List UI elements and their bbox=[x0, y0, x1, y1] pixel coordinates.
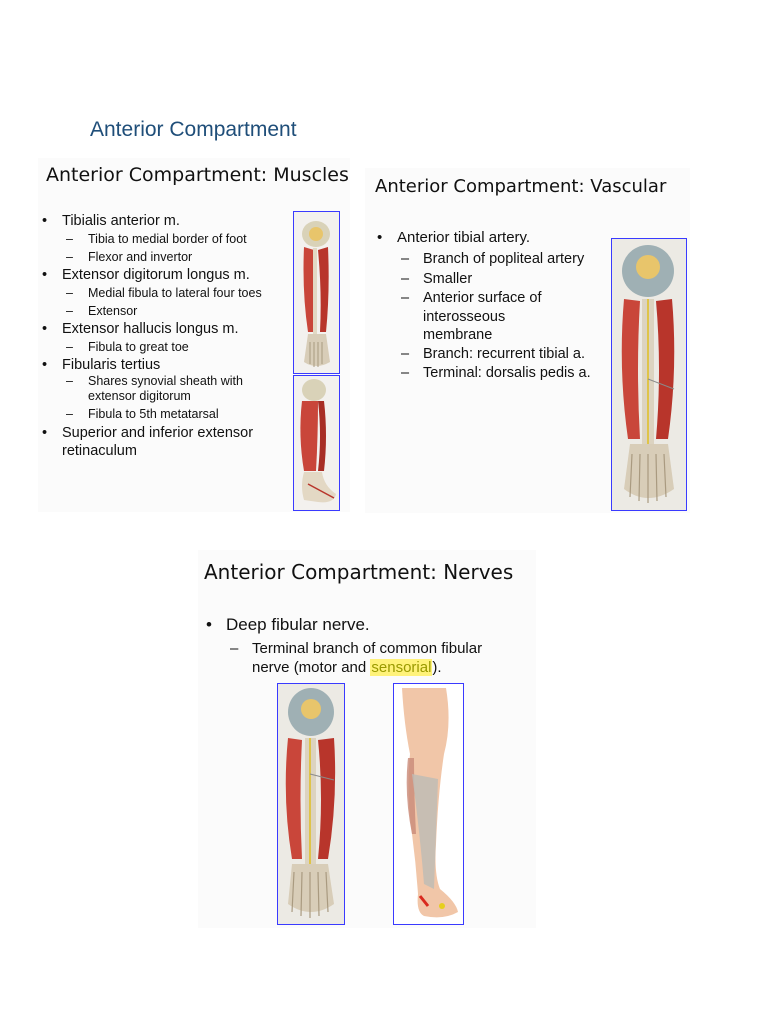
muscles-slide-title: Anterior Compartment: Muscles bbox=[46, 164, 349, 186]
nerves-bullet-list: Deep fibular nerve. Terminal branch of c… bbox=[204, 614, 534, 677]
sub-item: Branch of popliteal artery bbox=[397, 250, 625, 270]
sub-item: Fibula to 5th metatarsal bbox=[62, 407, 285, 422]
list-item: Deep fibular nerve. Terminal branch of c… bbox=[204, 614, 534, 677]
vascular-slide: Anterior Compartment: Vascular Anterior … bbox=[365, 168, 690, 513]
list-item: Extensor digitorum longus m. Medial fibu… bbox=[40, 266, 285, 320]
bullet-text: Extensor hallucis longus m. bbox=[62, 321, 239, 337]
sub-item: Terminal: dorsalis pedis a. bbox=[397, 364, 625, 384]
muscles-slide: Anterior Compartment: Muscles Tibialis a… bbox=[38, 158, 350, 512]
sub-item-text: Terminal branch of common fibular nerve … bbox=[252, 640, 483, 676]
sub-item: Terminal branch of common fibular nerve … bbox=[226, 639, 534, 677]
highlighted-term: sensorial bbox=[370, 659, 433, 676]
list-item: Superior and inferior extensor retinacul… bbox=[40, 424, 285, 460]
sub-item: Flexor and invertor bbox=[62, 248, 285, 266]
list-item: Anterior tibial artery. Branch of poplit… bbox=[375, 228, 625, 384]
document-heading: Anterior Compartment bbox=[90, 118, 297, 141]
muscles-bullet-list: Tibialis anterior m. Tibia to medial bor… bbox=[40, 212, 285, 460]
vascular-leg-illustration bbox=[611, 238, 687, 511]
sub-item: Fibula to great toe bbox=[62, 338, 285, 356]
sub-item: Shares synovial sheath with extensor dig… bbox=[62, 374, 285, 407]
vascular-slide-title: Anterior Compartment: Vascular bbox=[375, 176, 667, 197]
leg-illustration-side bbox=[293, 375, 340, 511]
sensory-map-illustration bbox=[393, 683, 464, 925]
leg-illustration-front bbox=[293, 211, 340, 374]
sub-item: Smaller bbox=[397, 270, 625, 290]
nerve-leg-illustration bbox=[277, 683, 345, 925]
list-item: Fibularis tertius Shares synovial sheath… bbox=[40, 356, 285, 422]
bullet-text: Tibialis anterior m. bbox=[62, 213, 180, 229]
sub-item: Tibia to medial border of foot bbox=[62, 230, 285, 248]
nerves-slide-title: Anterior Compartment: Nerves bbox=[204, 560, 514, 584]
sub-item: Anterior surface of interosseous membran… bbox=[397, 289, 625, 345]
bullet-text: Fibularis tertius bbox=[62, 357, 161, 373]
bullet-text: Deep fibular nerve. bbox=[226, 615, 370, 634]
sub-item: Medial fibula to lateral four toes bbox=[62, 284, 285, 302]
list-item: Extensor hallucis longus m. Fibula to gr… bbox=[40, 320, 285, 356]
bullet-text: Anterior tibial artery. bbox=[397, 229, 531, 246]
vascular-bullet-list: Anterior tibial artery. Branch of poplit… bbox=[375, 228, 625, 384]
bullet-text: Extensor digitorum longus m. bbox=[62, 267, 250, 283]
sub-item: Branch: recurrent tibial a. bbox=[397, 345, 625, 365]
nerves-slide: Anterior Compartment: Nerves Deep fibula… bbox=[198, 550, 536, 928]
bullet-text: Superior and inferior extensor retinacul… bbox=[62, 425, 254, 459]
sub-item-suffix: ). bbox=[432, 659, 442, 676]
sub-item: Extensor bbox=[62, 302, 285, 320]
list-item: Tibialis anterior m. Tibia to medial bor… bbox=[40, 212, 285, 266]
